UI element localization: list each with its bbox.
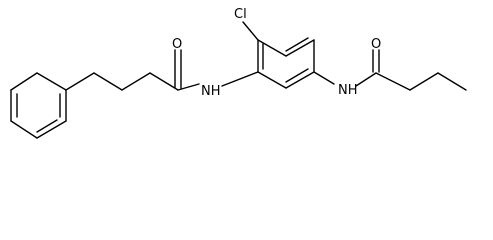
chlorine-atom-label: Cl <box>234 7 247 22</box>
structure-diagram: Cl NH NH O O <box>10 7 467 139</box>
carbonyl-oxygen-left-label: O <box>172 37 182 52</box>
chlorophenyl-ring <box>257 37 315 89</box>
butanoyl-chain <box>355 49 467 91</box>
ring-substituent-bonds <box>221 21 335 87</box>
amide-nh-left-label: NH <box>201 84 221 99</box>
amide-nh-right-label: NH <box>338 83 358 98</box>
molecule-drawing: Cl NH NH O O <box>10 7 467 139</box>
propanoyl-chain <box>65 49 200 91</box>
phenyl-ring <box>10 72 67 139</box>
carbonyl-oxygen-right-label: O <box>371 37 381 52</box>
